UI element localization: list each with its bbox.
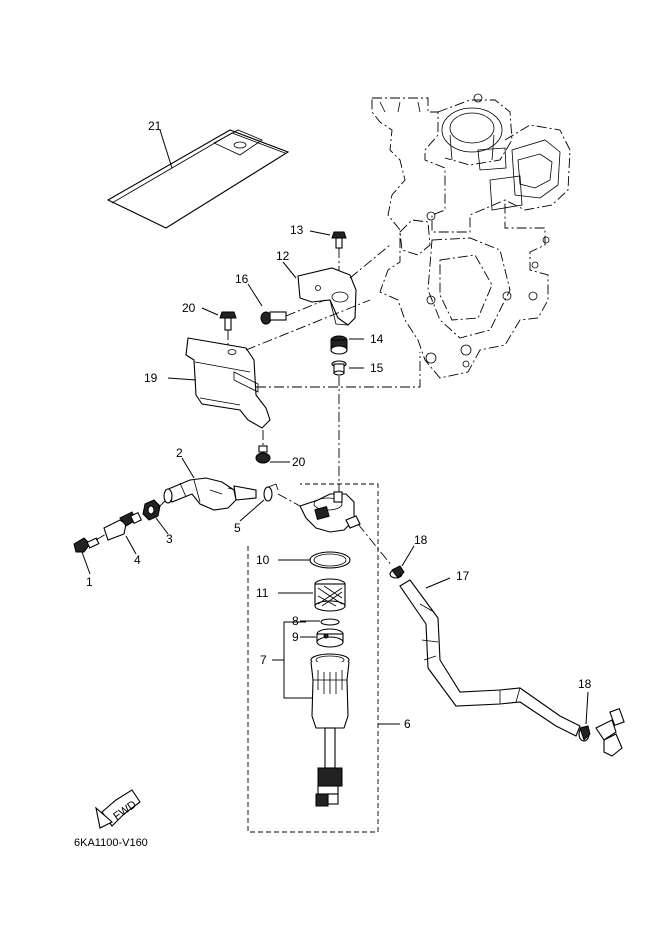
part-18-clip-lower — [578, 725, 591, 742]
t-joint-fitting — [595, 708, 625, 757]
part-5-clip — [263, 483, 279, 502]
part-11-filter-element — [314, 578, 346, 612]
part-21-pouch — [106, 129, 290, 229]
part-18-clip-upper — [389, 565, 405, 579]
callout-17: 17 — [456, 569, 470, 583]
callout-5: 5 — [234, 521, 241, 535]
part-3-nut — [142, 499, 161, 521]
callout-16: 16 — [235, 272, 249, 286]
part-8-ring — [320, 618, 340, 626]
part-1-plug — [73, 537, 100, 553]
callout-8: 8 — [292, 614, 299, 628]
callout-6: 6 — [404, 717, 411, 731]
part-2-hose — [163, 477, 257, 511]
callout-2: 2 — [176, 446, 183, 460]
callout-19: 19 — [144, 371, 158, 385]
callout-18-upper: 18 — [414, 533, 428, 547]
part-19-cover — [185, 337, 271, 429]
callout-18-lower: 18 — [578, 677, 592, 691]
part-20-bolt-upper — [219, 311, 237, 331]
part-7-filter-bowl — [310, 653, 350, 807]
fwd-arrow-icon: FWD — [95, 789, 141, 829]
diagram-code: 6KA1100-V160 — [74, 837, 148, 849]
part-12-bracket — [297, 267, 357, 326]
callout-9: 9 — [292, 630, 299, 644]
part-13-bolt — [331, 231, 347, 249]
engine-block-outline — [371, 93, 571, 379]
callout-10: 10 — [256, 553, 270, 567]
callout-4: 4 — [134, 553, 141, 567]
part-6-filter-head — [299, 491, 361, 533]
callout-12: 12 — [276, 249, 290, 263]
part-16-screw — [260, 311, 287, 325]
callout-20-lower: 20 — [292, 455, 306, 469]
part-4-fitting — [103, 511, 143, 541]
part-20-bolt-lower — [255, 445, 271, 464]
callout-13: 13 — [290, 223, 304, 237]
callout-14: 14 — [370, 332, 384, 346]
part-9-float — [316, 628, 344, 648]
callout-3: 3 — [166, 532, 173, 546]
callout-1: 1 — [86, 575, 93, 589]
part-17-fuel-hose — [399, 579, 581, 737]
part-15-collar — [331, 360, 347, 376]
callout-20-upper: 20 — [182, 301, 196, 315]
part-14-grommet — [330, 335, 348, 355]
callout-15: 15 — [370, 361, 384, 375]
callout-11: 11 — [256, 586, 269, 600]
callout-7: 7 — [260, 653, 267, 667]
part-6-assembly-boundary — [247, 483, 379, 833]
callout-21: 21 — [148, 119, 162, 133]
